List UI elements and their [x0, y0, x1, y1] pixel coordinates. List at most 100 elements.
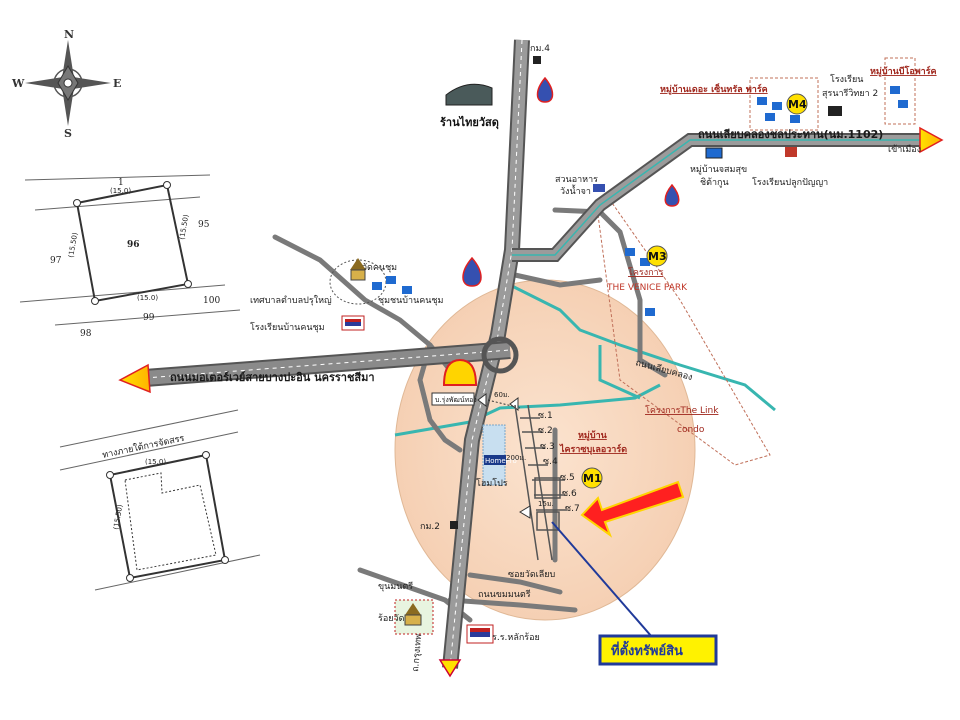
motorway-label: ถนนมอเตอร์เวย์สายบางปะอิน นครราชสีมา: [170, 371, 375, 384]
restaurant2-label: วังน้ำจา: [560, 184, 591, 197]
gas-label: บ.รุ่งพัฒน์ทอง: [435, 396, 477, 404]
soi-label: ซ.5: [560, 473, 575, 483]
m4-marker: [786, 93, 808, 115]
plot-number: 96: [127, 240, 140, 250]
access-road-label: ทางภายใต้การจัดสรร: [101, 433, 185, 461]
thai-watsadu-label: ร้านไทยวัสดุ: [440, 115, 499, 130]
school-r1b-label: สุรนารีวิทยา 2: [822, 88, 878, 99]
road-south2-label: ถ.กรุงเทพ: [411, 634, 424, 673]
m1-marker: [581, 467, 603, 489]
link2-label: condo: [677, 425, 705, 435]
m3-marker: [646, 245, 668, 267]
soi-label: ซ.2: [538, 426, 553, 436]
plot-west-neighbor: 97: [50, 256, 62, 266]
right-village-houses: [890, 86, 908, 108]
plot-north-neighbor: 1: [118, 178, 124, 188]
school-s-flag: [466, 624, 494, 644]
m1-text: M1: [583, 472, 602, 485]
venice-houses: [625, 248, 655, 316]
homepro-logo: [484, 455, 506, 465]
homepro-logo-text: HomePro: [485, 457, 517, 465]
km4-marker: [533, 56, 541, 64]
m4-text: M4: [788, 98, 807, 111]
soi-label: ซ.1: [538, 411, 553, 421]
school-r2-label: โรงเรียนปลูกปัญญา: [752, 177, 828, 188]
compass-e: E: [113, 77, 121, 90]
plot-sw-neighbor: 98: [80, 329, 92, 339]
km2-label: กม.2: [420, 522, 440, 532]
property-label: ที่ตั้งทรัพย์สิน: [611, 640, 683, 659]
plot-dim-bottom: (15.0): [137, 294, 158, 302]
right-tag-label: เข้าเมือง: [888, 144, 921, 155]
soi-label: ซ.3: [540, 442, 555, 452]
measure-200: 200ม.: [506, 454, 526, 462]
somsuk-label: หมู่บ้านจสมสุข: [690, 164, 747, 175]
restaurant-icon: [593, 184, 605, 192]
property-callout-line: [551, 521, 653, 638]
soi-label: ซ.6: [562, 489, 577, 499]
school-r2-icon: [785, 147, 797, 157]
village-soi-grid: [514, 404, 567, 561]
shell-icon: [442, 358, 478, 386]
m3-text: M3: [648, 250, 667, 263]
school-s-label: ร.ร.หลักร้อย: [492, 632, 540, 643]
school-l-flag: [341, 315, 365, 331]
highway-main: [438, 39, 530, 678]
property-arrow: [580, 480, 685, 538]
plot-b-dim-top: (15.0): [145, 458, 166, 466]
plot-east-neighbor: 95: [198, 220, 210, 230]
m4-village-label: หมู่บ้านเดอะ เซ็นทรัล พาร์ค: [660, 82, 768, 95]
property-callout: ที่ตั้งทรัพย์สิน: [598, 634, 718, 666]
temple-s-label: ร้อยวัด: [378, 613, 405, 624]
soi-label: ซ.7: [565, 504, 580, 514]
gas-station-box: [431, 392, 475, 406]
school-l-label: โรงเรียนบ้านคนชุม: [250, 322, 325, 333]
municipality-label: เทศบาลตำบลปรุใหญ่: [250, 295, 332, 306]
compass-s: S: [64, 127, 72, 140]
plot-b-dim-left: (15.50): [112, 504, 124, 531]
right-village-label: หมู่บ้านบีโอพาร์ค: [870, 65, 937, 77]
compass-rose: N S E W: [11, 28, 121, 140]
venice2-label: THE VENICE PARK: [606, 283, 688, 293]
measure-60: 60ม.: [494, 391, 510, 399]
plot-south-neighbor: 99: [143, 313, 155, 323]
village-main1-label: หมู่บ้าน: [578, 430, 608, 441]
road-south-label: ขุนมนตรี: [378, 581, 413, 592]
venice1-label: โครงการ: [628, 267, 664, 278]
km4-label: กม.4: [530, 44, 550, 54]
highway-right: ถนนเลียบคลองชลประทาน(นม.1102): [512, 126, 944, 262]
thai-watsadu-building: ร้านไทยวัสดุ: [440, 83, 499, 130]
temple-s-icon: [394, 599, 434, 635]
plot-diagram-top: 96 1 (15.0) 95 97 98 99 100 (15.0) (15.5…: [19, 174, 241, 339]
plot-dim-right: (15.50): [178, 214, 190, 241]
fuel-icon: [462, 76, 680, 287]
school-r1-icon: [828, 106, 842, 116]
compass-n: N: [64, 28, 74, 41]
somsuk-house-icon: [705, 147, 723, 159]
community-houses: [372, 276, 412, 294]
plot-diagram-bottom: ทางภายใต้การจัดสรร (15.0) (15.50): [59, 409, 261, 591]
somsuk2-label: ชิต้ากูน: [700, 177, 729, 188]
measure-15: 15ม.: [538, 500, 554, 508]
community-label: ชุมชนบ้านคนชุม: [378, 295, 444, 306]
plot-se-neighbor: 100: [203, 296, 220, 306]
plot-dim-top: (15.0): [110, 187, 131, 195]
temple-label: วัดคนชุม: [362, 263, 397, 273]
soi-label: ซ.4: [543, 457, 558, 467]
soi-wat-label: ซอยวัดเลียบ: [508, 569, 556, 580]
m4-village-houses: [757, 97, 800, 123]
bottom-road-label: ถนนขมมนตรี: [478, 589, 531, 600]
school-r1-label: โรงเรียน: [830, 74, 863, 85]
compass-w: W: [11, 77, 25, 90]
village-main2-label: ไคราซบุเลอวาร์ด: [559, 443, 627, 455]
plot-dim-left: (15.50): [67, 232, 79, 259]
soi-labels: ซ.1 ซ.2 ซ.3 ซ.4 ซ.5 ซ.6 ซ.7: [538, 411, 580, 514]
km2-marker: [450, 521, 458, 529]
canal: [394, 283, 776, 437]
homepro-label: โฮมโปร: [476, 478, 508, 489]
link1-label: โครงการThe Link: [645, 405, 719, 416]
highway-right-label: ถนนเลียบคลองชลประทาน(นม.1102): [698, 128, 883, 141]
motorway: ถนนมอเตอร์เวย์สายบางปะอิน นครราชสีมา: [118, 336, 519, 394]
restaurant-label: สวนอาหาร: [555, 175, 598, 185]
